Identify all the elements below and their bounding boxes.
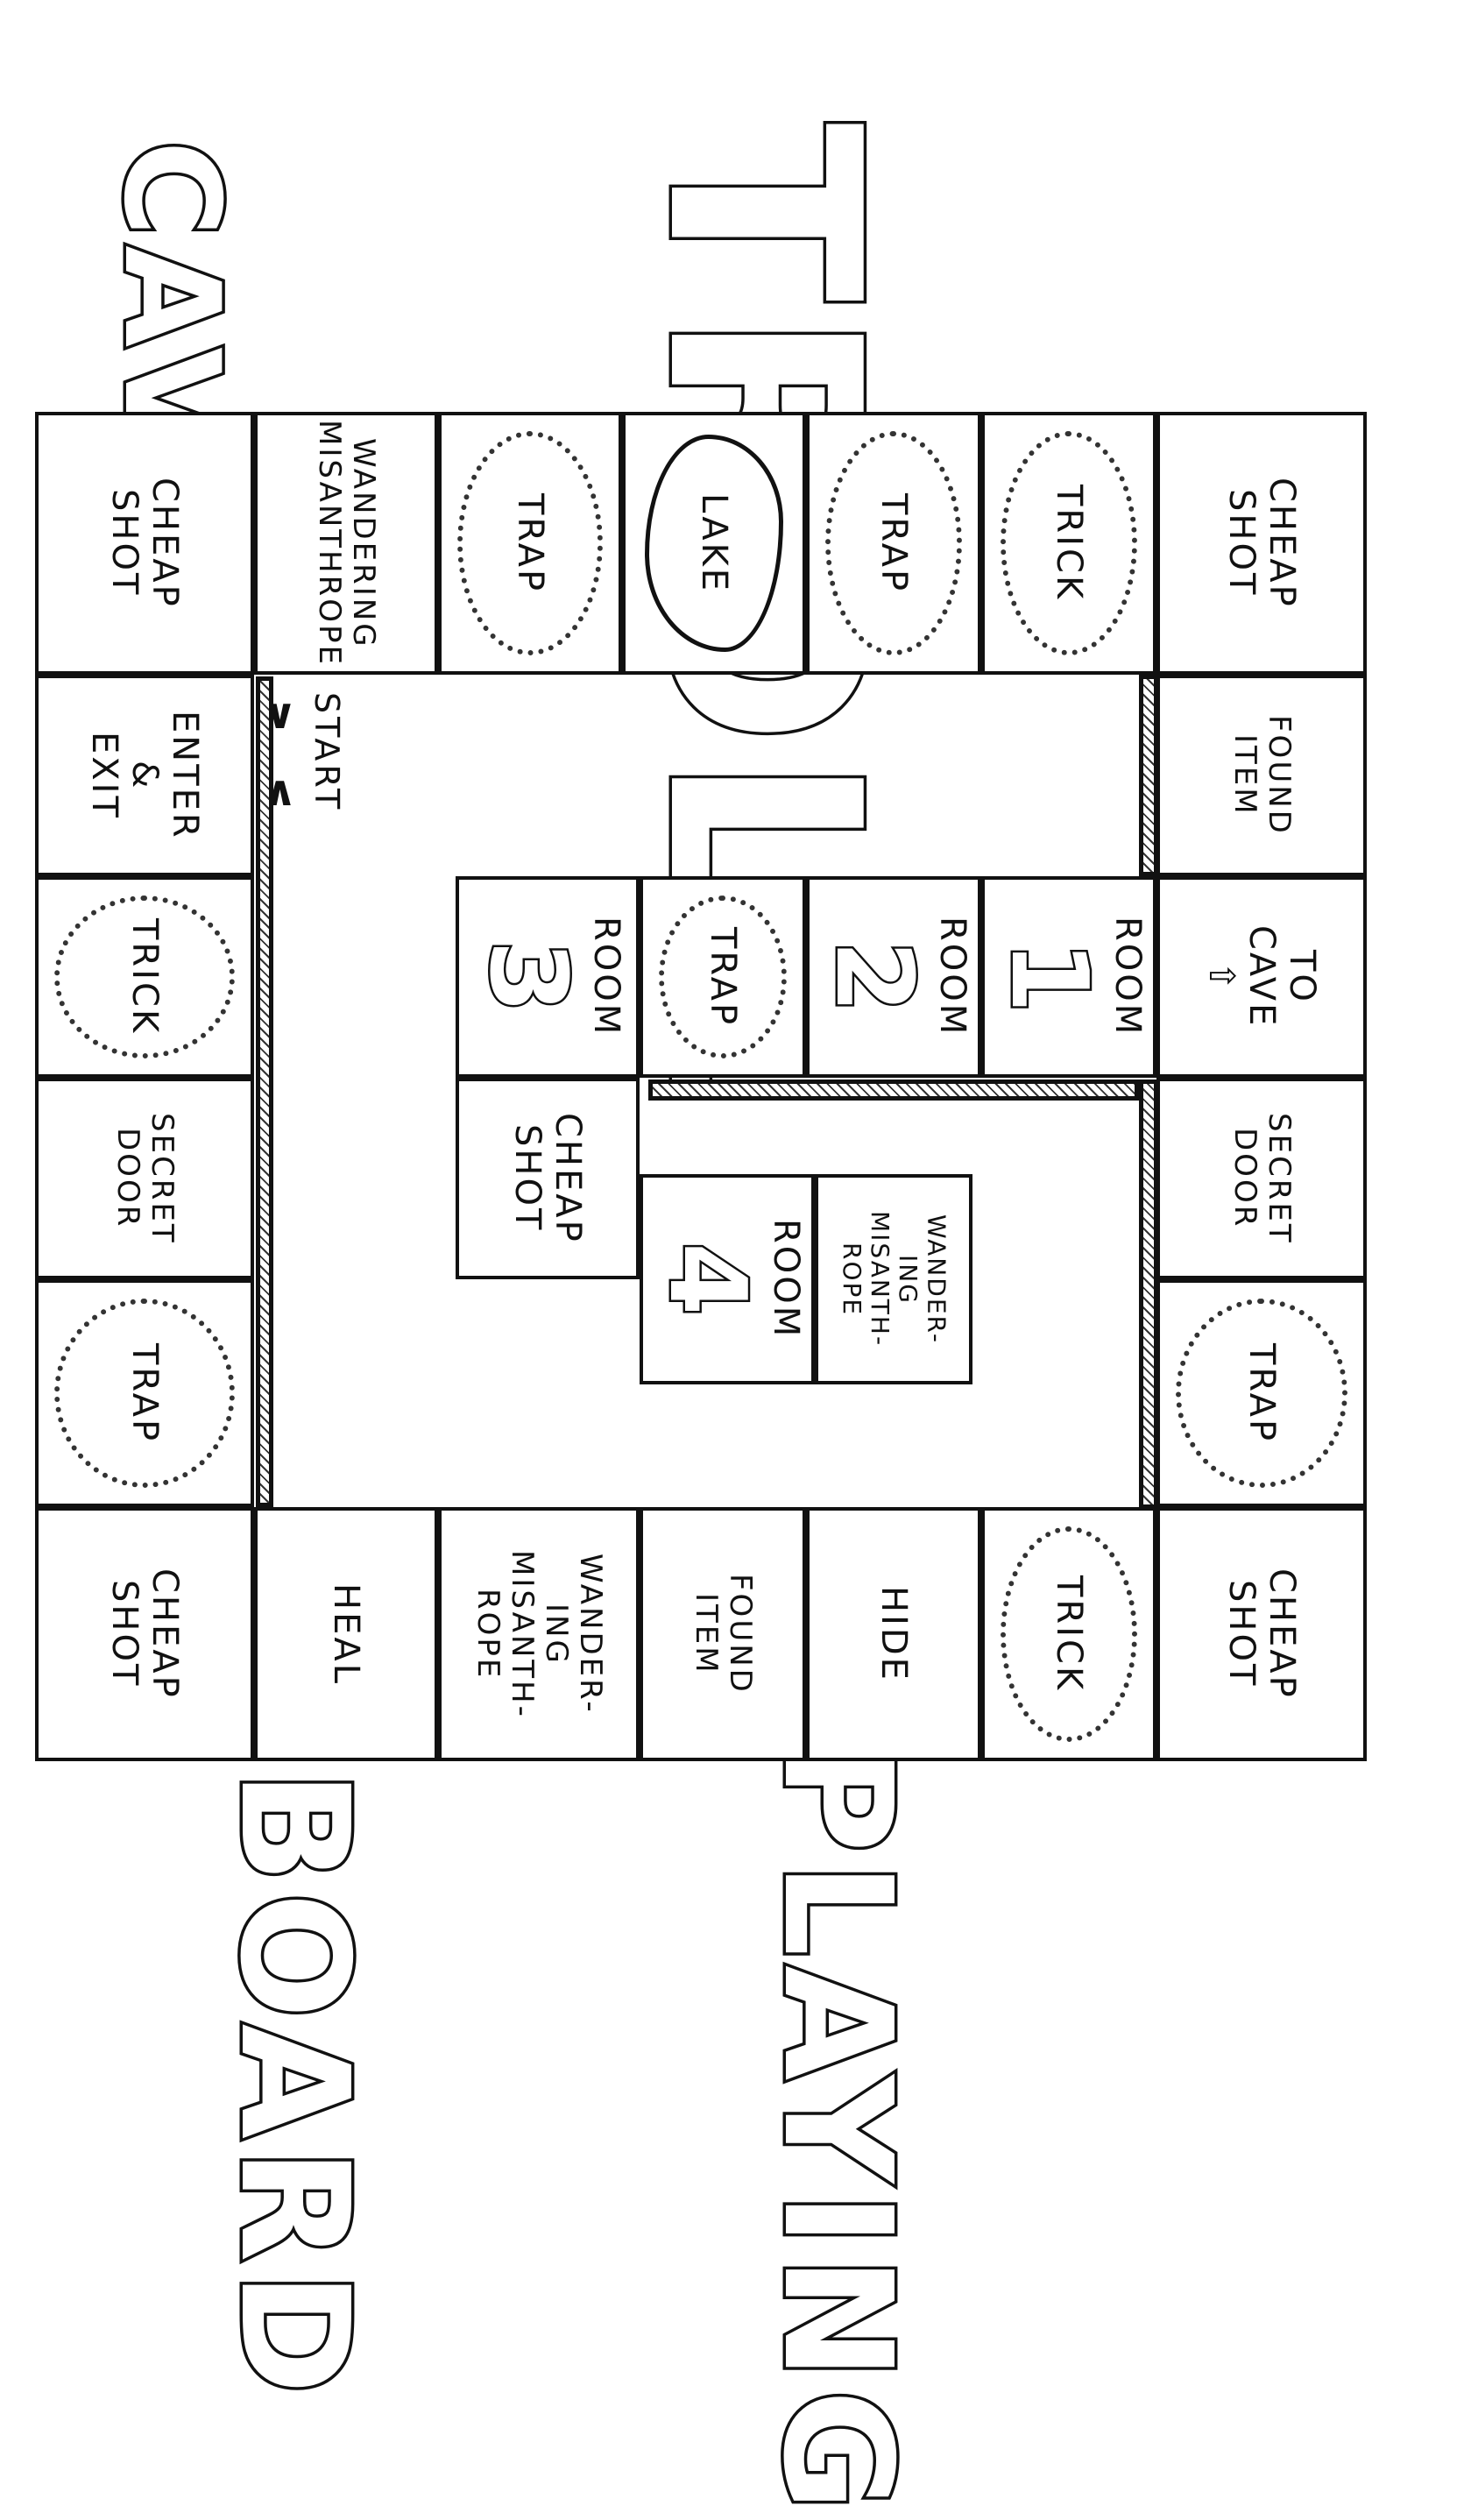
cell-label: TRAP <box>1241 1342 1282 1444</box>
path-shading <box>256 676 273 1507</box>
start-label: START <box>307 692 346 813</box>
path-shading <box>1139 675 1158 876</box>
cell-room-3[interactable]: ROOM 3 <box>456 876 640 1078</box>
cell-trap[interactable]: TRAP <box>640 876 806 1078</box>
path-shading <box>1139 1079 1158 1509</box>
path-shading <box>648 1079 1139 1101</box>
cell-trick[interactable]: TRICK <box>35 876 254 1078</box>
cell-trap[interactable]: TRAP <box>35 1279 254 1507</box>
cell-room-4[interactable]: ROOM 4 <box>640 1174 815 1384</box>
cell-label: SECRET DOOR <box>1227 1112 1298 1245</box>
room-number: 3 <box>464 938 591 1016</box>
cell-label: CHEAP SHOT <box>104 1568 185 1700</box>
cell-label: CHEAP SHOT <box>1221 1568 1302 1700</box>
room-number: 1 <box>986 938 1112 1016</box>
cell-label: FOUND ITEM <box>1227 715 1298 836</box>
room-label: ROOM <box>932 917 972 1037</box>
cell-label: WANDERING MISANTHROPE <box>312 420 382 667</box>
room-label: ROOM <box>586 917 626 1037</box>
cell-label: HEAL <box>326 1582 366 1686</box>
game-board: CHEAP SHOT ENTER & EXIT TRICK SECRET DOO… <box>35 412 1367 1761</box>
room-label: ROOM <box>766 1219 806 1340</box>
cell-found-item[interactable]: FOUND ITEM <box>640 1507 806 1761</box>
cell-cheap-shot[interactable]: CHEAP SHOT <box>456 1078 640 1279</box>
cell-label: TRAP <box>510 492 550 594</box>
room-number: 4 <box>644 1241 770 1318</box>
cell-heal[interactable]: HEAL <box>254 1507 438 1761</box>
cell-label: SECRET DOOR <box>110 1112 180 1245</box>
cell-label: CHEAP SHOT <box>507 1113 588 1244</box>
cell-wandering-misanthrope[interactable]: WANDER- ING MISANTH- ROPE <box>815 1174 972 1384</box>
cell-label: TRICK <box>1049 1575 1089 1693</box>
cell-label: WANDER- ING MISANTH- ROPE <box>837 1211 951 1348</box>
lake-icon: LAKE <box>645 435 783 652</box>
cell-label: FOUND ITEM <box>689 1574 759 1695</box>
cell-cheap-shot[interactable]: CHEAP SHOT <box>1156 1507 1367 1761</box>
start-marker: START ∨ ∧ <box>263 692 346 812</box>
cell-wandering-misanthrope[interactable]: WANDERING MISANTHROPE <box>254 412 438 675</box>
cell-label: TRICK <box>124 918 165 1036</box>
cell-trap[interactable]: TRAP <box>438 412 622 675</box>
cell-trap[interactable]: TRAP <box>1156 1279 1367 1507</box>
cell-label: TRAP <box>873 492 914 594</box>
cell-enter-exit[interactable]: ENTER & EXIT <box>35 675 254 876</box>
cell-wandering-misanthrope[interactable]: WANDER- ING MISANTH- ROPE <box>438 1507 640 1761</box>
cell-to-cave[interactable]: TO CAVE ⇧ <box>1156 876 1367 1078</box>
cell-secret-door[interactable]: SECRET DOOR <box>35 1078 254 1279</box>
cell-label: CHEAP SHOT <box>104 478 185 609</box>
cell-cheap-shot[interactable]: CHEAP SHOT <box>1156 412 1367 675</box>
cell-found-item[interactable]: FOUND ITEM <box>1156 675 1367 876</box>
cell-trick[interactable]: TRICK <box>981 412 1156 675</box>
room-number: 2 <box>810 938 937 1016</box>
cell-cheap-shot[interactable]: CHEAP SHOT <box>35 1507 254 1761</box>
cell-label: ENTER & EXIT <box>84 711 205 840</box>
room-label: ROOM <box>1107 917 1148 1037</box>
cell-label: CHEAP SHOT <box>1221 478 1302 609</box>
cell-room-1[interactable]: ROOM 1 <box>981 876 1156 1078</box>
cell-hide[interactable]: HIDE <box>806 1507 981 1761</box>
cell-label: TRAP <box>124 1342 165 1444</box>
cell-trap[interactable]: TRAP <box>806 412 981 675</box>
cell-label: HIDE <box>873 1586 914 1682</box>
cell-label: LAKE <box>694 492 734 594</box>
cell-secret-door[interactable]: SECRET DOOR <box>1156 1078 1367 1279</box>
cell-label: TO CAVE ⇧ <box>1201 925 1322 1029</box>
cell-lake[interactable]: LAKE <box>622 412 806 675</box>
path-shadow <box>254 675 1148 881</box>
cell-label: TRICK <box>1049 485 1089 602</box>
cell-room-2[interactable]: ROOM 2 <box>806 876 981 1078</box>
cell-label: WANDER- ING MISANTH- ROPE <box>470 1549 609 1719</box>
cell-cheap-shot[interactable]: CHEAP SHOT <box>35 412 254 675</box>
cell-label: TRAP <box>703 926 743 1028</box>
cell-trick[interactable]: TRICK <box>981 1507 1156 1761</box>
